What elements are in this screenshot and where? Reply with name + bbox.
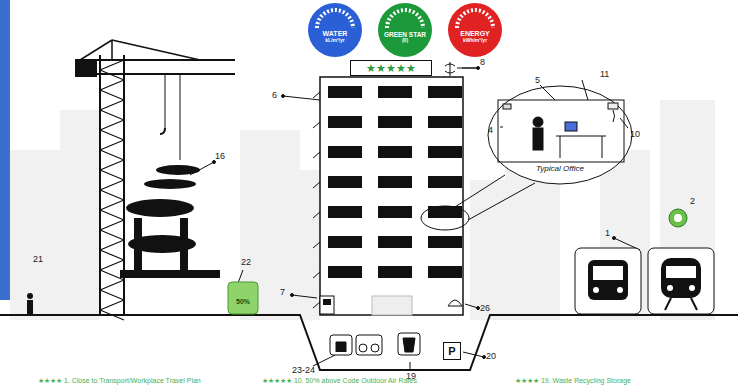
callout-number: 6 (272, 91, 277, 100)
credit-note: ★★★★★ 10. 50% above Code Outdoor Air Rat… (262, 377, 417, 384)
callout-number: 4 (488, 126, 493, 135)
parking-box: P (443, 342, 461, 360)
crane (76, 40, 235, 320)
node-text: 50% (236, 298, 250, 306)
node-text: GREEN STAR (384, 31, 426, 38)
building (320, 77, 463, 315)
gauge-circle: GREEN STAR(0) (378, 3, 432, 57)
callout-number: 16 (215, 152, 225, 161)
node-text: ENERGY (460, 30, 490, 38)
bike-sign (320, 296, 334, 314)
water-sign (228, 282, 258, 314)
zoom-ellipse (421, 206, 469, 230)
node-text: WATER (323, 30, 348, 38)
callout-number: 20 (486, 352, 496, 361)
person (27, 293, 33, 314)
callout-number: 10 (630, 130, 640, 139)
callout-number: 8 (480, 58, 485, 67)
travel-icon (669, 209, 687, 227)
callout-number: 1 (605, 229, 610, 238)
floor-plates (120, 165, 220, 278)
floor-ticks (313, 92, 320, 308)
callout-number: 7 (280, 288, 285, 297)
credit-note: ★★★★ 19. Waste Recycling Storage (515, 377, 631, 384)
node-text: Typical Office (536, 165, 584, 174)
gauges (308, 3, 502, 57)
node-text: (0) (402, 38, 408, 44)
callout-number: 26 (480, 304, 490, 313)
credit-note: ★★★★ 1. Close to Transport/Workplace Tra… (38, 377, 201, 384)
node-text: P (448, 345, 455, 357)
node-text: ★★★★★ (366, 62, 416, 74)
basement-icons (330, 333, 420, 355)
plant-pot (448, 300, 462, 306)
travel-icon-core (674, 214, 682, 222)
node-text: kWh/m²/yr (463, 38, 487, 44)
callout-number: 23-24 (292, 366, 315, 375)
zoom-lines (455, 175, 535, 220)
transport-icons (575, 248, 714, 314)
callout-number: 2 (690, 197, 695, 206)
slide-edge (0, 0, 10, 300)
callout-number: 22 (241, 258, 251, 267)
office-inset: Typical Office (520, 162, 600, 176)
node-text: kL/m²/yr (325, 38, 344, 44)
gauge-circle: ENERGYkWh/m²/yr (448, 3, 502, 57)
callout-number: 11 (600, 70, 609, 79)
gauge-circle: WATERkL/m²/yr (308, 3, 362, 57)
office-scene (498, 80, 628, 162)
callout-number: 5 (535, 76, 540, 85)
wind-vane (445, 62, 476, 76)
windows (328, 86, 462, 278)
star-panel: ★★★★★ (350, 60, 432, 76)
office-ellipse (488, 86, 632, 184)
leader-lines (190, 67, 640, 371)
bike-sign-mark (323, 299, 331, 305)
water-sign: 50% (229, 296, 257, 308)
entrance (372, 296, 412, 315)
ground-line (0, 315, 738, 370)
callout-number: 21 (33, 255, 43, 264)
